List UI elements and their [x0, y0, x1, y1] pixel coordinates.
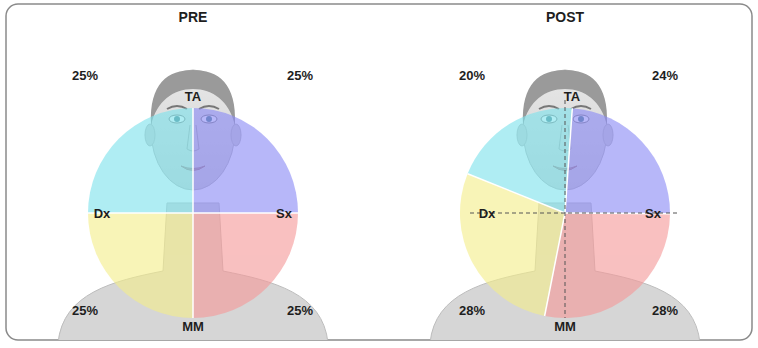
percent-label: 25% — [287, 68, 313, 83]
region-label: Sx — [276, 206, 292, 221]
percent-label: 20% — [459, 68, 485, 83]
region-label: TA — [564, 89, 580, 104]
region-label: MM — [182, 319, 204, 334]
region-label: Dx — [479, 206, 496, 221]
percent-label: 25% — [287, 303, 313, 318]
percent-label: 25% — [72, 303, 98, 318]
region-label: Sx — [645, 206, 661, 221]
region-label: Dx — [94, 206, 111, 221]
percent-label: 28% — [459, 303, 485, 318]
percent-label: 24% — [652, 68, 678, 83]
heading: PRE — [179, 9, 208, 25]
region-label: TA — [185, 89, 201, 104]
percent-label: 28% — [652, 303, 678, 318]
heading: POST — [546, 9, 584, 25]
percent-label: 25% — [72, 68, 98, 83]
region-label: MM — [554, 319, 576, 334]
